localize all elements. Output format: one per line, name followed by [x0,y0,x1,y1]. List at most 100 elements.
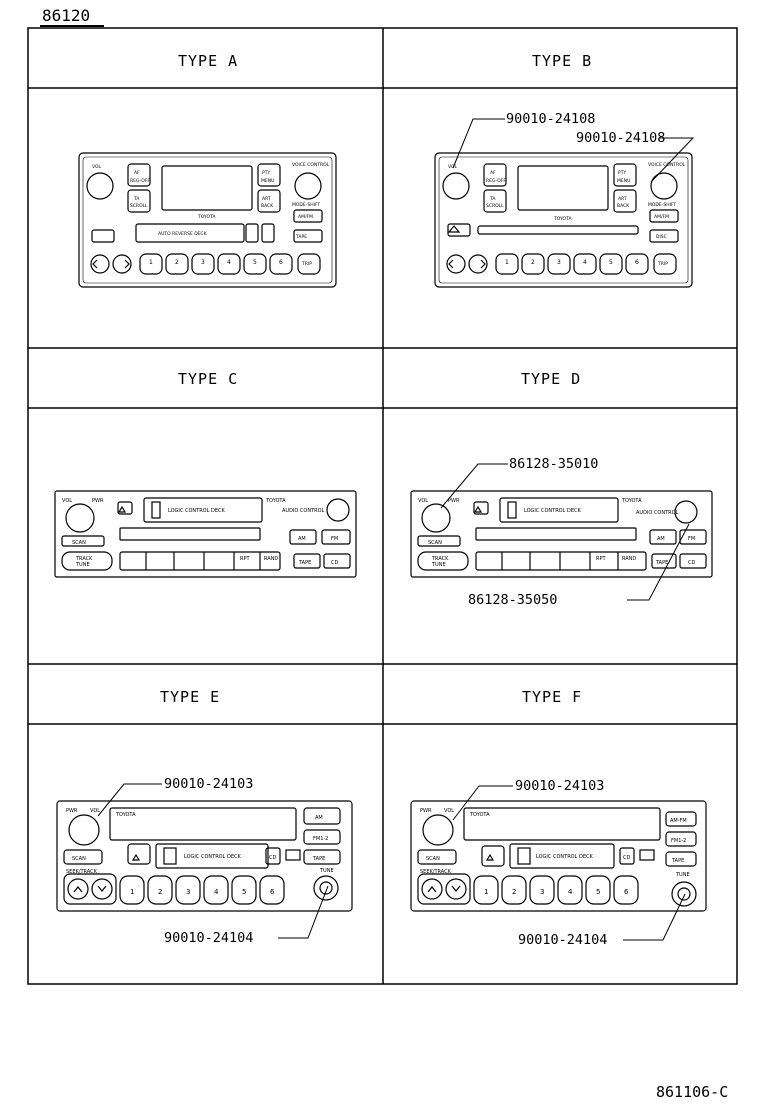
svg-text:4: 4 [214,888,219,896]
type-f-callout-1: 90010-24103 [515,778,605,794]
radio-type-e: PWR VOL TOYOTA LOGIC CONTROL DECK AM FM1… [56,800,353,912]
svg-text:AM: AM [657,536,665,542]
svg-text:6: 6 [279,259,283,266]
svg-text:FM: FM [331,536,338,542]
type-e-callout-1: 90010-24103 [164,776,254,792]
svg-text:PWR: PWR [66,808,78,814]
svg-text:TOYOTA: TOYOTA [197,214,216,220]
svg-text:LOGIC CONTROL DECK: LOGIC CONTROL DECK [536,854,593,860]
svg-text:5: 5 [242,888,246,896]
svg-text:1: 1 [149,259,153,266]
group-number-underline [40,25,104,27]
svg-text:RAND: RAND [264,556,278,562]
svg-text:4: 4 [227,259,231,266]
svg-text:SCROLL: SCROLL [486,203,504,209]
svg-text:5: 5 [609,259,613,266]
svg-text:SEEK/TRACK: SEEK/TRACK [420,869,452,875]
radio-type-b: VOL AF REG-OFF TA SCROLL PTY MENU ART BA… [434,152,693,288]
svg-text:3: 3 [201,259,205,266]
svg-text:FM1-2: FM1-2 [313,836,328,842]
svg-text:SCAN: SCAN [72,540,86,546]
drawing-code: 861106-C [656,1083,729,1101]
svg-text:TOYOTA: TOYOTA [469,812,490,818]
svg-text:VOL: VOL [92,164,102,170]
svg-text:VOL: VOL [418,498,428,504]
svg-text:RPT: RPT [596,556,606,562]
svg-text:3: 3 [186,888,190,896]
svg-text:PWR: PWR [92,498,104,504]
svg-text:3: 3 [540,888,544,896]
svg-text:TUNE: TUNE [431,562,446,568]
svg-text:VOL: VOL [444,808,454,814]
svg-text:BACK: BACK [261,203,274,209]
svg-text:CD: CD [688,560,695,566]
svg-text:1: 1 [505,259,509,266]
svg-text:TOYOTA: TOYOTA [621,498,642,504]
svg-text:2: 2 [531,259,535,266]
svg-text:TA: TA [133,196,140,202]
svg-text:BACK: BACK [617,203,630,209]
svg-text:AUTO REVERSE DECK: AUTO REVERSE DECK [158,231,208,237]
svg-text:PWR: PWR [448,498,460,504]
svg-text:6: 6 [635,259,639,266]
group-number: 86120 [42,6,91,25]
type-f-callout-2: 90010-24104 [518,932,608,948]
svg-text:6: 6 [624,888,629,896]
svg-text:CD: CD [269,855,276,861]
svg-text:PTY: PTY [618,170,626,176]
svg-text:5: 5 [596,888,600,896]
type-d-callout-2: 86128-35050 [468,592,558,608]
svg-text:TAPE: TAPE [655,560,668,566]
type-b-callout-2: 90010-24108 [576,130,666,146]
svg-text:AM/FM: AM/FM [654,214,669,220]
svg-text:PWR: PWR [420,808,432,814]
svg-text:3: 3 [557,259,561,266]
svg-text:TUNE: TUNE [319,868,334,874]
svg-text:MENU: MENU [617,178,630,184]
svg-text:SCAN: SCAN [72,856,86,862]
type-b-leaders [452,118,695,183]
svg-text:1: 1 [130,888,134,896]
svg-text:LOGIC CONTROL DECK: LOGIC CONTROL DECK [524,508,581,514]
type-b-label: TYPE B [532,52,593,70]
svg-text:FM: FM [688,536,695,542]
svg-text:AF: AF [490,170,496,176]
svg-text:SCROLL: SCROLL [130,203,148,209]
svg-text:TOYOTA: TOYOTA [265,498,286,504]
svg-text:CD: CD [331,560,338,566]
svg-text:VOL: VOL [448,164,458,170]
svg-text:AUDIO CONTROL: AUDIO CONTROL [636,510,679,516]
type-d-leaders [440,463,690,601]
type-a-label: TYPE A [178,52,239,70]
svg-text:PTY: PTY [262,170,270,176]
type-d-callout-1: 86128-35010 [509,456,599,472]
radio-type-c: VOL PWR TOYOTA LOGIC CONTROL DECK AUDIO … [54,490,357,578]
svg-text:MODE-SHIFT: MODE-SHIFT [648,202,676,208]
type-e-leaders [97,783,329,939]
svg-text:TOYOTA: TOYOTA [115,812,136,818]
svg-text:TUNE: TUNE [75,562,90,568]
svg-text:AM/FM: AM/FM [298,214,313,220]
svg-text:2: 2 [512,888,516,896]
type-f-leaders [452,785,686,941]
svg-text:SEEK/TRACK: SEEK/TRACK [66,869,98,875]
svg-text:FM1-2: FM1-2 [671,838,686,844]
svg-text:MENU: MENU [261,178,274,184]
svg-text:TOYOTA: TOYOTA [553,216,572,222]
svg-text:4: 4 [568,888,573,896]
type-e-callout-2: 90010-24104 [164,930,254,946]
type-c-label: TYPE C [178,370,239,388]
svg-text:SCAN: SCAN [428,540,442,546]
svg-text:DISC: DISC [656,234,667,240]
type-b-callout-1: 90010-24108 [506,111,596,127]
svg-text:2: 2 [158,888,162,896]
svg-text:4: 4 [583,259,587,266]
svg-text:RPT: RPT [240,556,250,562]
svg-text:LOGIC CONTROL DECK: LOGIC CONTROL DECK [168,508,225,514]
svg-text:CD: CD [623,855,630,861]
svg-text:SCAN: SCAN [426,856,440,862]
svg-text:TAPE: TAPE [295,234,307,240]
svg-text:6: 6 [270,888,275,896]
svg-text:AM: AM [315,815,323,821]
